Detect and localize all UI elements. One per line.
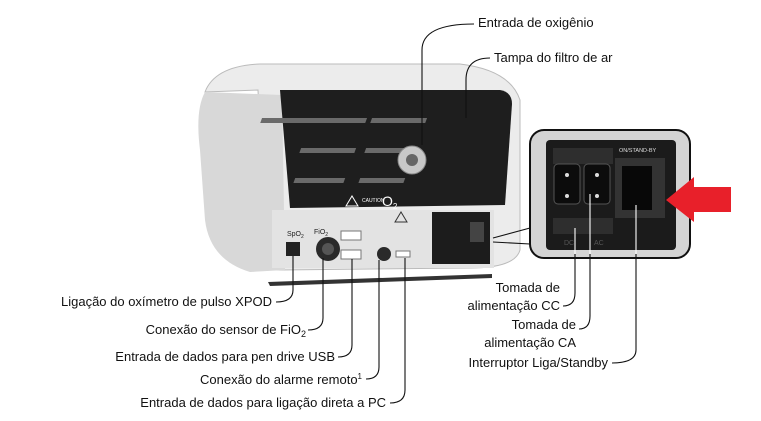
callout-air-filter-cover: Tampa do filtro de ar bbox=[494, 50, 613, 65]
fio2-label: FiO2 bbox=[314, 229, 328, 238]
usb-port-2 bbox=[340, 249, 362, 260]
callout-ac-socket-line2: alimentação CA bbox=[484, 335, 576, 350]
red-arrow-icon bbox=[666, 177, 731, 222]
dc-socket bbox=[553, 163, 581, 205]
caution-label: CAUTION bbox=[362, 198, 385, 204]
power-inset: ON/STAND-BY DC AC bbox=[492, 129, 691, 259]
callout-usb-pen-drive: Entrada de dados para pen drive USB bbox=[115, 349, 335, 364]
dc-label: DC bbox=[564, 240, 574, 247]
callout-ac-socket-line1: Tomada de bbox=[512, 317, 576, 332]
callout-oxygen-inlet: Entrada de oxigênio bbox=[478, 15, 594, 30]
power-switch bbox=[622, 166, 652, 210]
callout-dc-socket-line2: alimentação CC bbox=[468, 298, 561, 313]
callout-dc-socket-line1: Tomada de bbox=[496, 280, 560, 295]
on-standby-label: ON/STAND-BY bbox=[619, 148, 657, 154]
usb-port-1 bbox=[340, 230, 362, 241]
callout-xpod-oximeter: Ligação do oxímetro de pulso XPOD bbox=[61, 294, 272, 309]
leader-lines bbox=[275, 23, 637, 404]
o2-label: O2 bbox=[382, 193, 398, 211]
callout-pc-direct: Entrada de dados para ligação direta a P… bbox=[140, 395, 386, 410]
pc-data-port bbox=[395, 250, 411, 258]
callout-remote-alarm: Conexão do alarme remoto1 bbox=[200, 372, 363, 387]
ventilator-device: CAUTION O2 SpO2 FiO2 bbox=[198, 63, 521, 286]
callout-fio2-sensor: Conexão do sensor de FiO2 bbox=[146, 322, 306, 339]
warning-icon bbox=[345, 195, 359, 207]
spo2-label: SpO2 bbox=[287, 231, 304, 240]
ac-label: AC bbox=[594, 240, 604, 247]
remote-alarm-port bbox=[377, 247, 391, 261]
xpod-port bbox=[286, 242, 300, 256]
callout-power-switch: Interruptor Liga/Standby bbox=[469, 355, 609, 370]
